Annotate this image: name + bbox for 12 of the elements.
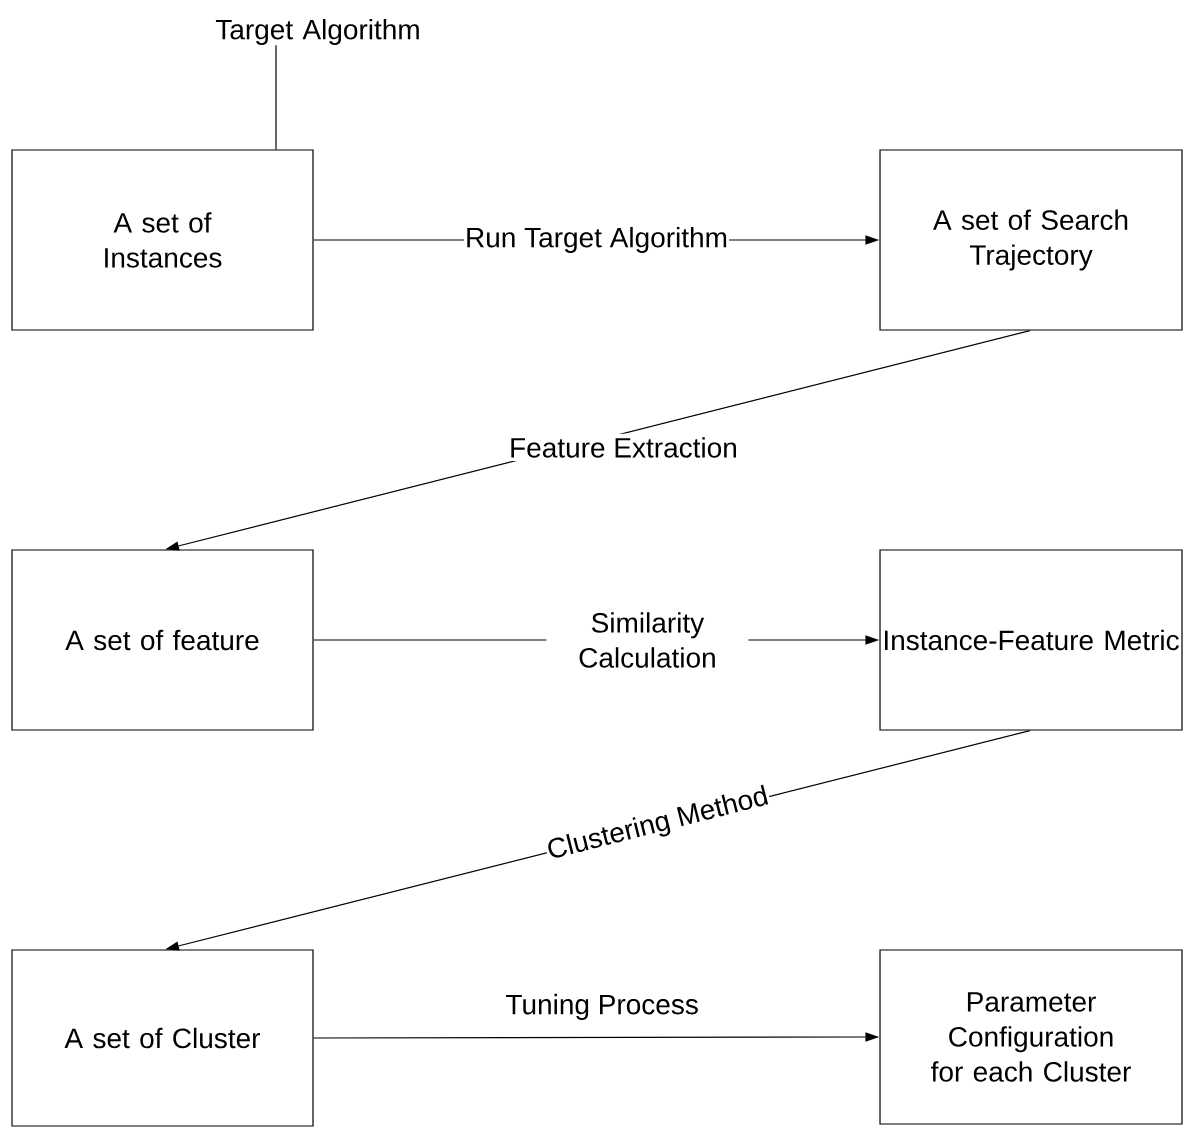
- process-box: Parameter Configuration for each Cluster: [879, 949, 1183, 1125]
- edge-label: Feature Extraction: [503, 433, 744, 462]
- edge-label: Run Target Algorithm: [464, 223, 729, 257]
- process-box: Instance-Feature Metric: [879, 549, 1183, 731]
- process-box: A set of Instances: [11, 149, 314, 331]
- text-label: Target Algorithm: [215, 18, 419, 46]
- edge-label: Clustering Method: [543, 782, 773, 867]
- process-box: A set of feature: [11, 549, 314, 731]
- process-box: A set of Cluster: [11, 949, 314, 1127]
- process-box: A set of Search Trajectory: [879, 149, 1183, 331]
- edge-label: Tuning Process: [506, 993, 698, 1020]
- edge-label: Similarity Calculation: [546, 608, 749, 672]
